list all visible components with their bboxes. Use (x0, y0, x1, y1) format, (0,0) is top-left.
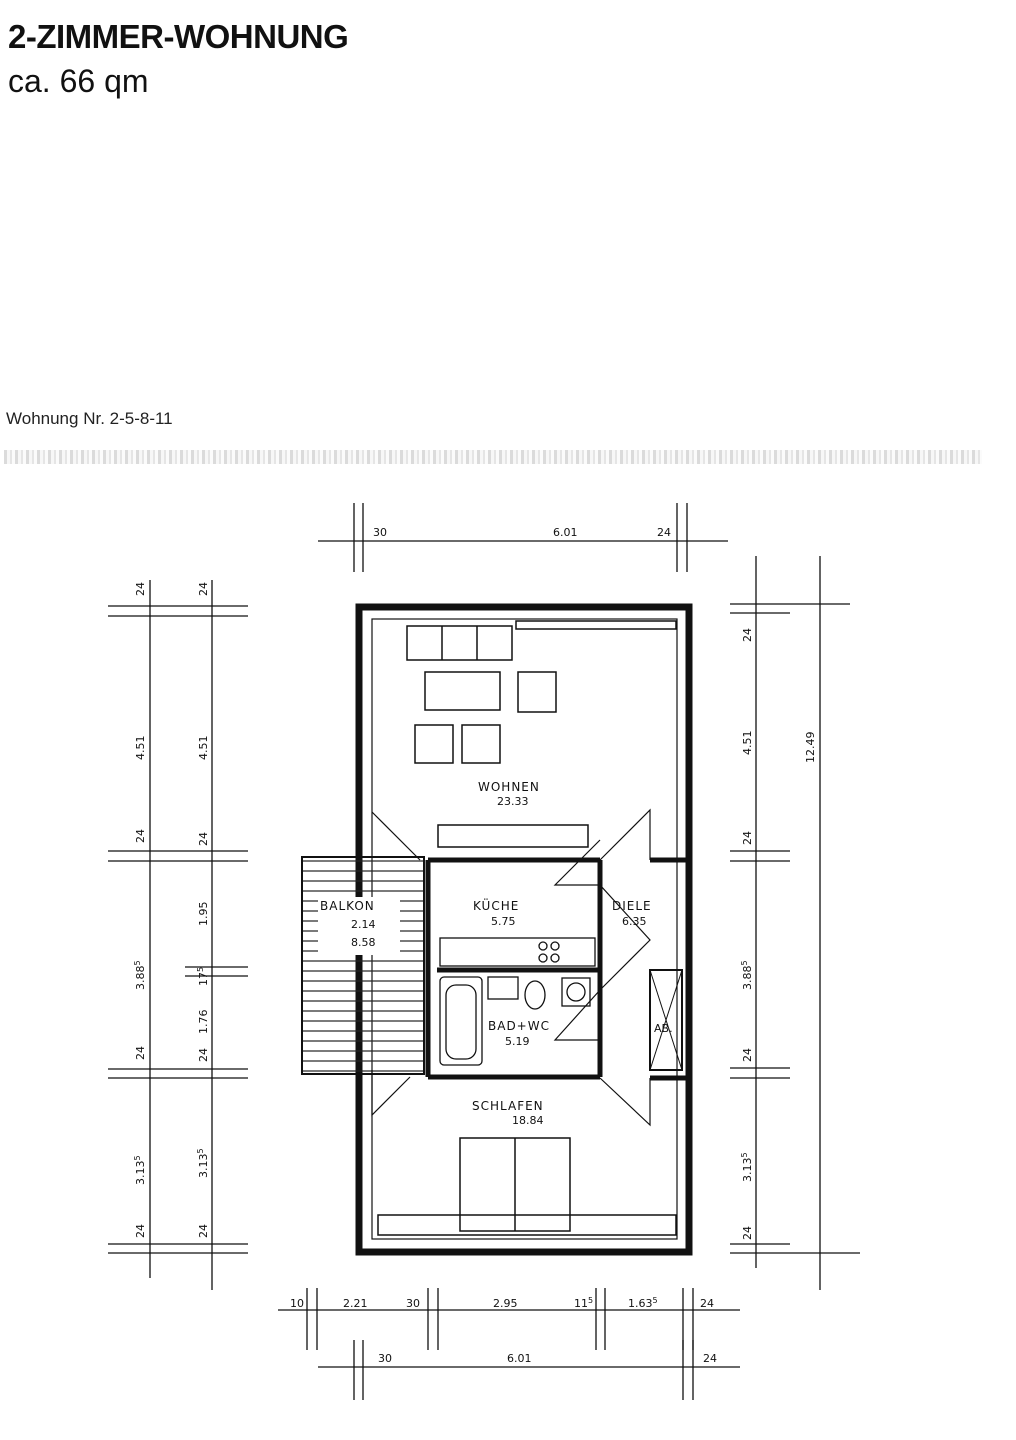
dim-left-outer-5: 24 (134, 1046, 147, 1060)
dimension-lines (108, 503, 860, 1400)
dim-right-7: 24 (741, 1226, 754, 1240)
dim-bottom1-e: 115 (574, 1296, 593, 1310)
room-label-bad: BAD+WC (488, 1019, 550, 1033)
dim-left-inner-8: 3.135 (196, 1148, 210, 1178)
furniture-wohnen (406, 620, 677, 848)
dim-left-outer-1: 24 (134, 582, 147, 596)
dim-left-outer-7: 24 (134, 1224, 147, 1238)
page-subtitle: ca. 66 qm (8, 63, 149, 99)
room-area-diele: 6.35 (622, 915, 647, 928)
dim-left-inner-4: 1.95 (197, 902, 210, 927)
room-label-diele: DIELE (612, 899, 652, 913)
dim-bottom1-b: 2.21 (343, 1297, 368, 1310)
dim-top-c: 24 (657, 526, 671, 539)
scan-divider (4, 450, 982, 464)
room-label-balkon: BALKON (320, 899, 375, 913)
door-swings (371, 808, 651, 1127)
dim-bottom1-f: 1.635 (628, 1296, 658, 1310)
dim-left-inner-2: 4.51 (197, 736, 210, 761)
dim-left-inner-6: 1.76 (197, 1010, 210, 1035)
room-label-ab: AB. (654, 1022, 673, 1035)
dim-bottom1-g: 24 (700, 1297, 714, 1310)
dim-bottom1-a: 10 (290, 1297, 304, 1310)
dim-right-4: 3.885 (740, 960, 754, 990)
dim-bottom1-d: 2.95 (493, 1297, 518, 1310)
balcony (301, 856, 425, 1075)
room-label-kueche: KÜCHE (473, 897, 519, 913)
dim-bottom2-a: 30 (378, 1352, 392, 1365)
room-area-schlafen: 18.84 (512, 1114, 544, 1127)
room-area-wohnen: 23.33 (497, 795, 529, 808)
room-area-bad: 5.19 (505, 1035, 530, 1048)
dim-top-b: 6.01 (553, 526, 578, 539)
fixtures (439, 937, 596, 1066)
dim-top-a: 30 (373, 526, 387, 539)
dim-bottom1-c: 30 (406, 1297, 420, 1310)
furniture-schlafen (377, 1137, 677, 1236)
dim-right-6: 3.135 (740, 1152, 754, 1182)
dim-left-outer-3: 24 (134, 829, 147, 843)
dim-left-outer-2: 4.51 (134, 736, 147, 761)
unit-number: Wohnung Nr. 2-5-8-11 (6, 409, 173, 428)
dim-left-inner-7: 24 (197, 1048, 210, 1062)
dim-left-outer-6: 3.135 (133, 1155, 147, 1185)
room-label-wohnen: WOHNEN (478, 780, 540, 794)
dim-right-1: 24 (741, 628, 754, 642)
dim-left-inner-1: 24 (197, 582, 210, 596)
page-title: 2-ZIMMER-WOHNUNG (8, 18, 349, 55)
room-area-balkon: 8.58 (351, 936, 376, 949)
dim-left-outer-4: 3.885 (133, 960, 147, 990)
dim-right-3: 24 (741, 831, 754, 845)
room-area-kueche: 5.75 (491, 915, 516, 928)
dim-left-inner-5: 175 (196, 967, 210, 986)
dim-right-total: 12.49 (804, 732, 817, 764)
dim-left-inner-9: 24 (197, 1224, 210, 1238)
room-width-balkon: 2.14 (351, 918, 376, 931)
dim-right-5: 24 (741, 1048, 754, 1062)
dim-bottom2-b: 6.01 (507, 1352, 532, 1365)
dim-bottom2-c: 24 (703, 1352, 717, 1365)
room-label-schlafen: SCHLAFEN (472, 1099, 544, 1113)
dim-right-2: 4.51 (741, 731, 754, 756)
dim-left-inner-3: 24 (197, 832, 210, 846)
